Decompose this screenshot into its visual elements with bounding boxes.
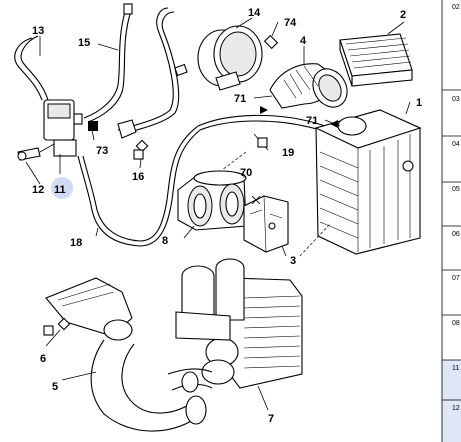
cross-marker-icon (251, 195, 261, 205)
callout-16[interactable]: 16 (132, 171, 144, 183)
arrow-marker-icon (260, 106, 268, 114)
callout-8[interactable]: 8 (162, 235, 168, 247)
square-marker-icon (43, 325, 54, 336)
silencer-part (197, 25, 279, 91)
callout-13[interactable]: 13 (32, 25, 44, 37)
callout-71[interactable]: 71 (306, 115, 318, 127)
edge-row-label[interactable]: 02 (452, 4, 460, 11)
edge-table-strip: 02 03 04 05 06 07 08 11 12 (441, 0, 461, 442)
callout-labels: 2 1 4 14 74 13 15 71 71 19 73 16 11 12 1… (32, 7, 422, 425)
callout-2[interactable]: 2 (400, 9, 406, 21)
edge-row-label[interactable]: 04 (452, 141, 460, 148)
edge-row-label[interactable]: 05 (452, 186, 460, 193)
callout-19[interactable]: 19 (282, 147, 294, 159)
edge-row-label[interactable]: 12 (452, 405, 460, 412)
pipe-assembly-part (117, 7, 188, 153)
callout-73[interactable]: 73 (96, 145, 108, 157)
edge-row-label[interactable]: 08 (452, 320, 460, 327)
callout-15[interactable]: 15 (78, 37, 90, 49)
callout-11[interactable]: 11 (54, 184, 66, 196)
intake-duct-part (269, 63, 348, 109)
callout-6[interactable]: 6 (40, 353, 46, 365)
intercooler-part (175, 258, 303, 389)
callout-71[interactable]: 71 (234, 93, 246, 105)
air-box-part (314, 109, 422, 255)
vacuum-hose-part (83, 3, 133, 123)
edge-row-label[interactable]: 11 (452, 365, 459, 372)
callout-12[interactable]: 12 (32, 184, 44, 196)
bracket-part (243, 195, 289, 253)
leader-lines (25, 17, 411, 411)
callout-18[interactable]: 18 (70, 237, 82, 249)
edge-row-label[interactable]: 07 (452, 275, 460, 282)
square-marker-icon (257, 137, 268, 148)
inlet-duct-part (45, 277, 213, 432)
reference-markers (43, 106, 338, 336)
edge-row-highlight (442, 360, 461, 442)
arrow-marker-icon (330, 120, 338, 128)
valve-connector-icon (88, 121, 98, 131)
callout-4[interactable]: 4 (300, 35, 307, 47)
solenoid-valve-part (14, 35, 98, 161)
callout-highlight (51, 177, 73, 199)
throttle-body-part (177, 170, 247, 231)
edge-row-label[interactable]: 03 (452, 96, 460, 103)
air-filter-element-part (339, 33, 413, 87)
callout-14[interactable]: 14 (248, 7, 261, 19)
callout-1[interactable]: 1 (416, 97, 422, 109)
callout-74[interactable]: 74 (284, 17, 297, 29)
callout-70[interactable]: 70 (240, 167, 252, 179)
callout-7[interactable]: 7 (268, 413, 274, 425)
callout-5[interactable]: 5 (52, 381, 58, 393)
edge-row-label[interactable]: 06 (452, 231, 460, 238)
callout-3[interactable]: 3 (290, 255, 296, 267)
square-marker-icon (133, 149, 144, 160)
